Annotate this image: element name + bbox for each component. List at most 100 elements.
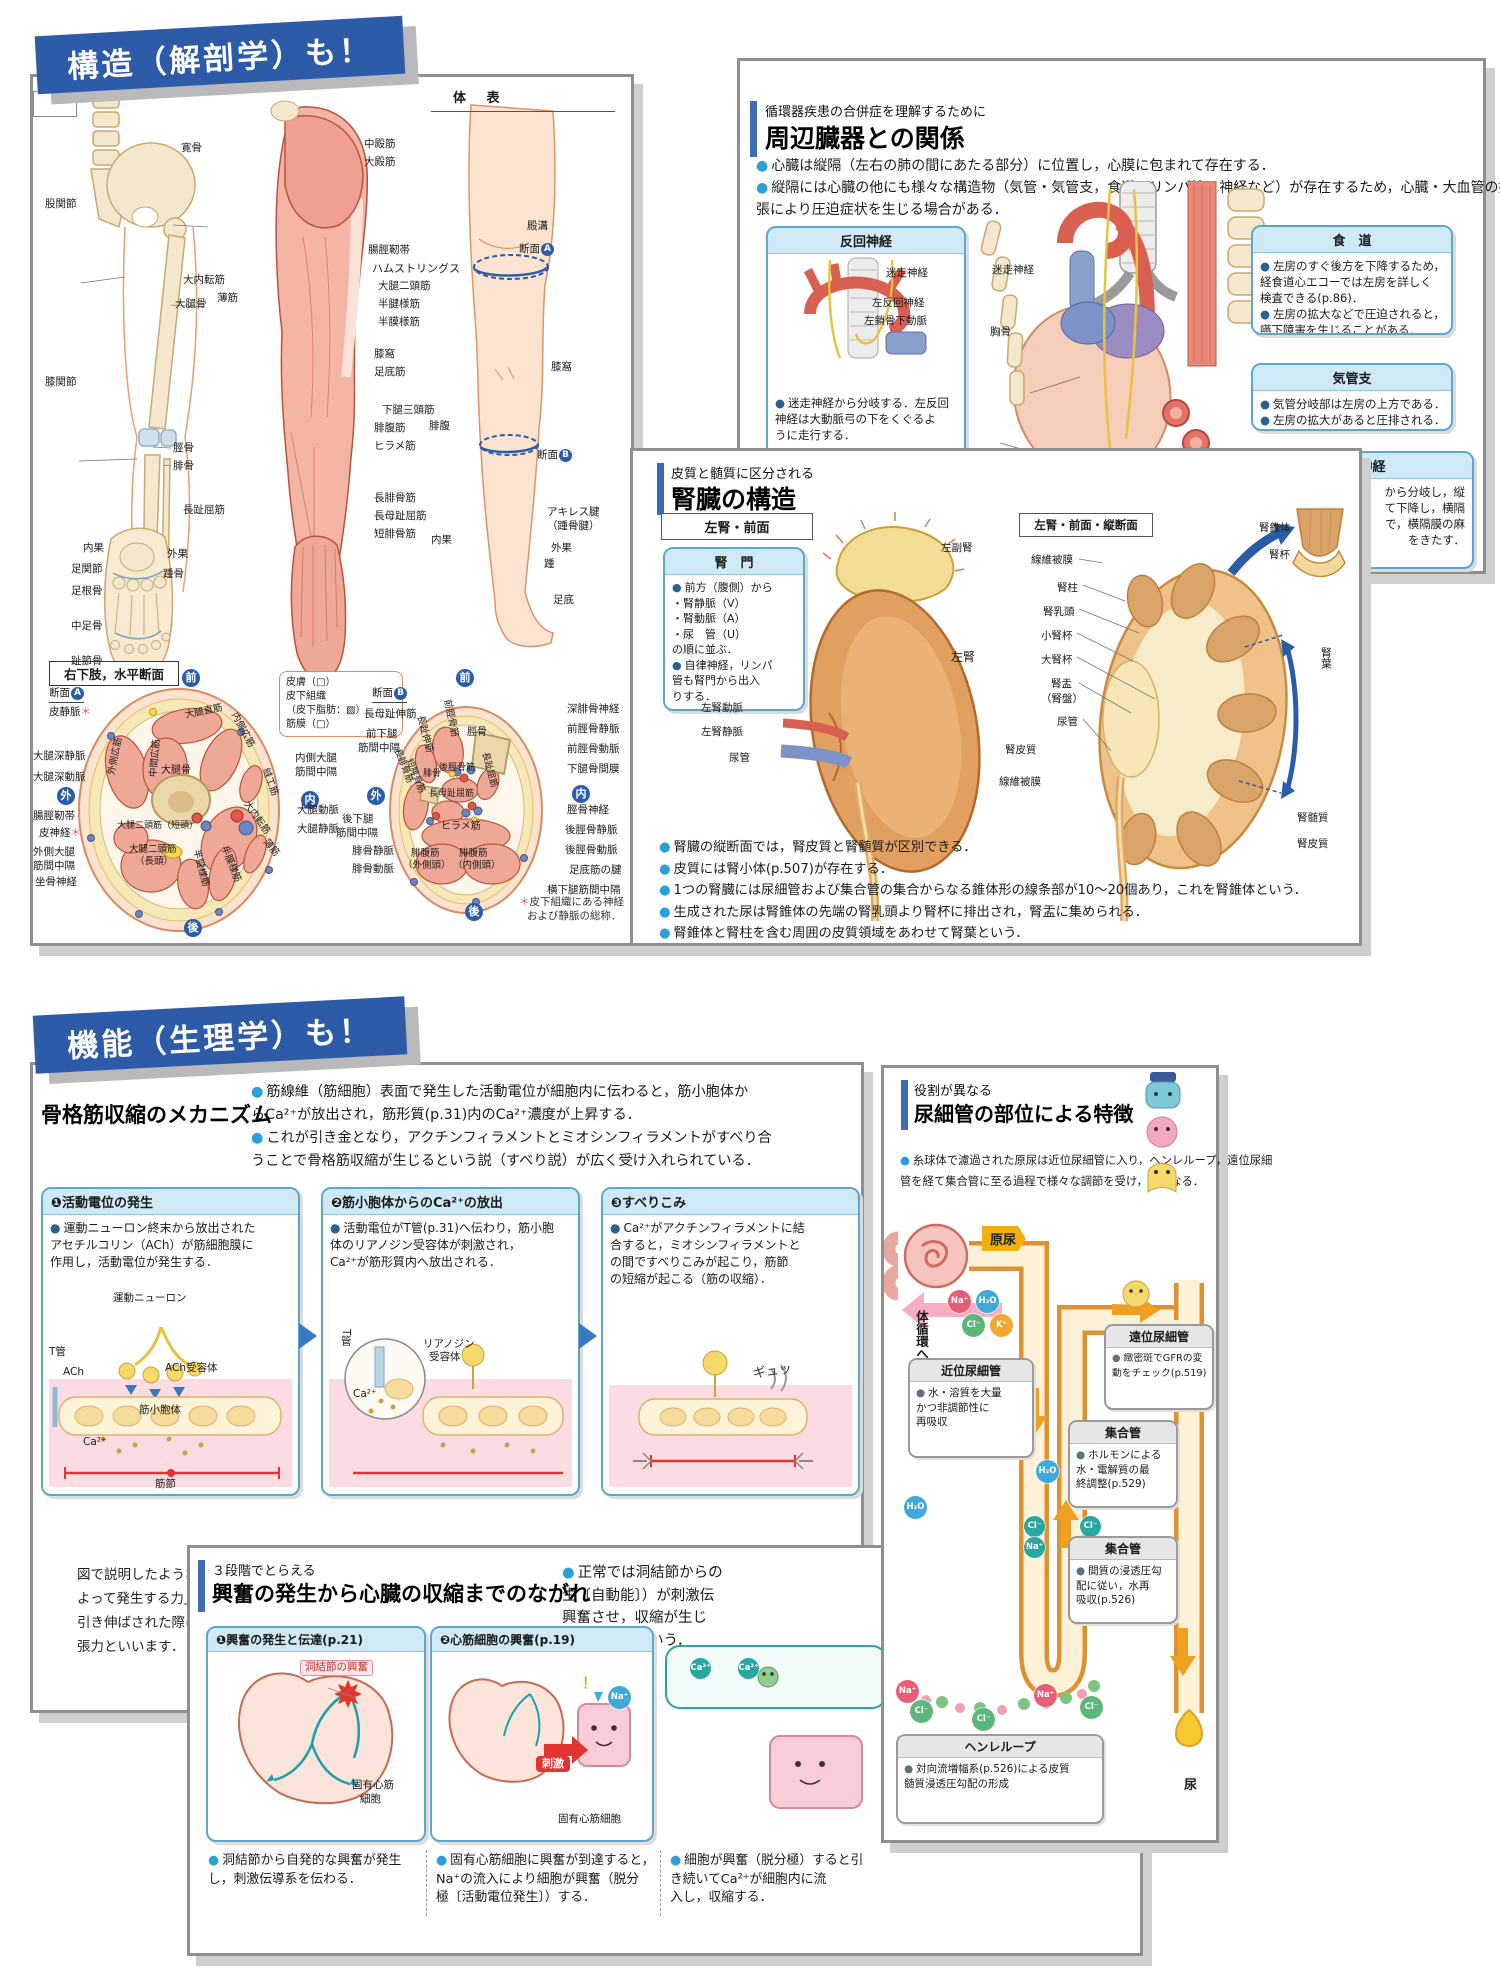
text-line: 張により圧迫症状を生じる場合がある． <box>756 202 1008 218</box>
figure-label: 半腱様筋 <box>190 848 212 888</box>
figure-label: Ca²⁺ <box>353 1388 377 1400</box>
mascot-characters <box>1145 1072 1181 1193</box>
figure-label: H₂O <box>904 1496 927 1519</box>
nerve-figure-labels: 迷走神経左反回神経左鎖骨下動脈 <box>768 228 964 456</box>
figure-label: 長母趾伸筋 <box>364 708 417 720</box>
section-bullets: ●糸球体で濾過された原尿は近位尿細管に入り，ヘンレループ，遠位尿細管を経て集合管… <box>900 1150 1272 1192</box>
text-line: ●皮質には腎小体(p.507)が存在する． <box>659 861 893 877</box>
text-line: 皮下組織 <box>286 691 326 702</box>
figure-label: 前脛骨静脈 <box>567 723 620 735</box>
text-line: Ca²⁺が筋形質内へ放出される． <box>330 1255 501 1269</box>
text-line: ●腎錐体と腎柱を含む周囲の皮質領域をあわせて腎葉という． <box>659 926 1029 941</box>
figure-label: 長趾伸筋 <box>414 714 436 754</box>
figure-label: （内側頭） <box>453 860 501 871</box>
figure-label: 膝関節 <box>45 376 77 388</box>
figure-label: （踵骨腱） <box>547 520 600 532</box>
figure-label: Na⁺ <box>896 1680 919 1703</box>
figure-label: 短腓骨筋 <box>374 528 416 540</box>
box-body: ●迷走神経から分岐する．左反回神経は大動脈弓の下をくぐるように走行する． <box>768 390 956 448</box>
text-line: よって発生する力」を <box>77 1591 190 1607</box>
box-title: 遠位尿細管 <box>1106 1326 1212 1348</box>
kicker-bar <box>198 1560 205 1612</box>
text-line: ●心臓は縦隔（左右の肺の間にあたる部分）に位置し，心膜に包まれて存在する． <box>756 158 1275 174</box>
text-line: ●腎臓の縦断面では，腎皮質と腎髄質が区別できる． <box>659 840 977 855</box>
figure-label: 腎錐体 <box>1259 522 1291 534</box>
page-renal-tubule: 役割が異なる 尿細管の部位による特徴 ●糸球体で濾過された原尿は近位尿細管に入り… <box>881 1065 1272 1843</box>
figure-label: 腎皮質 <box>1297 838 1329 850</box>
kicker-bar <box>657 463 664 515</box>
figure-label: 内 <box>301 791 319 809</box>
box-renal-hilum: 腎 門 ●前方（腹側）から・腎静脈（V）・腎動脈（A）・尿 管（U）の順に並ぶ．… <box>663 547 805 711</box>
kidney-bullets: ●腎臓の縦断面では，腎皮質と腎髄質が区別できる． ●皮質には腎小体(p.507)が… <box>659 837 1307 945</box>
figure-label: H₂O <box>1036 1460 1059 1483</box>
figure-label: T管 <box>339 1329 352 1346</box>
figure-label: Cl⁻ <box>1024 1516 1045 1537</box>
step-labels: ギュッ <box>603 1189 858 1494</box>
figure-label: 刺激 <box>536 1756 570 1773</box>
figure-label: 踵 <box>544 558 555 570</box>
section-title: 尿細管の部位による特徴 <box>914 1102 1134 1126</box>
text-line: ●生成された尿は腎錐体の先端の腎乳頭より腎杯に排出され，腎盂に集められる． <box>659 904 1148 920</box>
text-line: ●Ca²⁺がアクチンフィラメントに結 <box>610 1221 805 1235</box>
sliding-filament-figure <box>609 1350 852 1487</box>
figure-label: 腓腹 <box>429 420 450 432</box>
text-line: ●左房の拡大などで圧迫されると， <box>1260 307 1445 321</box>
figure-label: 腎髄質 <box>1297 812 1329 824</box>
figure-label: 前脛骨筋 <box>441 698 461 738</box>
text-line: ●間質の浸透圧勾 <box>1076 1565 1162 1577</box>
figure-label: 前 <box>182 669 200 687</box>
figure-label: Ca²⁺ <box>738 1658 759 1679</box>
figure-label: 後 <box>465 903 483 921</box>
figure-label: 皮静脈＊ <box>49 706 91 718</box>
figure-label: ACh受容体 <box>165 1362 218 1374</box>
figure-label: ヒラメ筋 <box>441 821 481 832</box>
figure-label: 坐骨神経 <box>35 876 77 888</box>
bottom-bullets-col2: ●固有心筋細胞に興奮が到達すると，Na⁺の流入により細胞が興奮（脱分極〔活動電位… <box>436 1852 654 1908</box>
recurrent-nerve-figure <box>803 257 927 359</box>
figure-label: 腓腹筋 <box>411 848 440 859</box>
box-body: から分岐し，縦て下降し，横隔で，横隔膜の麻をきたす． <box>1247 479 1472 553</box>
figure-label: （腎盤） <box>1041 693 1083 705</box>
cell-excitation-figure: ！ <box>448 1674 631 1783</box>
figure-label: 長母趾屈筋 <box>429 789 475 799</box>
figure-label: 長母趾屈筋 <box>374 510 427 522</box>
cutoff-note-text: 図で説明したような，「よって発生する力」を引き伸ばされた際にゴ張力といいます．こ… <box>77 1563 190 1659</box>
figure-label: 運動ニューロン <box>113 1292 187 1304</box>
text-line: 体のリアノジン受容体が刺激され， <box>330 1238 521 1252</box>
text-line: ・腎静脈（V） <box>672 596 746 610</box>
text-line: て下降し，横隔 <box>1384 501 1466 515</box>
fragment-labels: Ca²⁺Ca²⁺ <box>190 1548 1140 1953</box>
text-line: アセチルコリン（ACh）が筋細胞膜に <box>50 1238 254 1252</box>
figure-label: 腎盂 <box>1051 678 1072 690</box>
step-body: ●運動ニューロン終末から放出されたアセチルコリン（ACh）が筋細胞膜に作用し，活… <box>43 1215 298 1276</box>
svg-text:！: ！ <box>582 1674 597 1692</box>
figure-label: リアノジン <box>423 1338 475 1350</box>
text-line: 水・電解質の最 <box>1076 1463 1150 1476</box>
figure-label: 腎杯 <box>1269 549 1290 561</box>
text-line: ・尿 管（U） <box>672 627 747 641</box>
figure-label: 足底 <box>553 594 574 606</box>
figure-label: 筋間中隔 <box>358 742 400 754</box>
figure-label: Na⁺ <box>1024 1537 1045 1558</box>
box-title: 集合管 <box>1070 1422 1176 1444</box>
figure-label: 迷走神経 <box>992 264 1034 276</box>
section-title: 腎臓の構造 <box>671 485 797 514</box>
figure-label: 外 <box>367 787 385 805</box>
figure-label: 左腎動脈 <box>701 702 743 714</box>
text-line: し，刺激伝導系を伝わる． <box>208 1871 362 1887</box>
text-line: 経食道心エコーでは左房を詳しく <box>1260 275 1432 289</box>
box-body: ●気管分岐部は左房の上方である．●左房の拡大があると圧排される． <box>1253 391 1451 429</box>
box-body: ●緻密斑でGFRの変動をチェック(p.519) <box>1106 1348 1212 1385</box>
kidney-annotations: 左副腎左腎左腎動脈左腎静脈尿管腎皮質線維被膜線維被膜腎柱腎乳頭小腎杯大腎杯腎盂（… <box>633 451 1359 943</box>
figure-label: 前下腿 <box>366 728 398 740</box>
text-line: の短縮が起こる（筋の収縮）． <box>610 1272 773 1286</box>
text-line: ●細胞が興奮（脱分極）すると引 <box>670 1853 864 1868</box>
figure-label: 長腓骨筋 <box>374 492 416 504</box>
front-view-tag: 左腎・前面 <box>661 513 813 540</box>
text-line: 髄質浸透圧勾配の形成 <box>904 1777 1009 1790</box>
box-labels: 洞結節の興奮固有心筋細胞 <box>208 1628 424 1840</box>
text-line: ●左房の拡大があると圧排される． <box>1260 413 1446 427</box>
box-title: ❶興奮の発生と伝達(p.21) <box>208 1628 424 1652</box>
